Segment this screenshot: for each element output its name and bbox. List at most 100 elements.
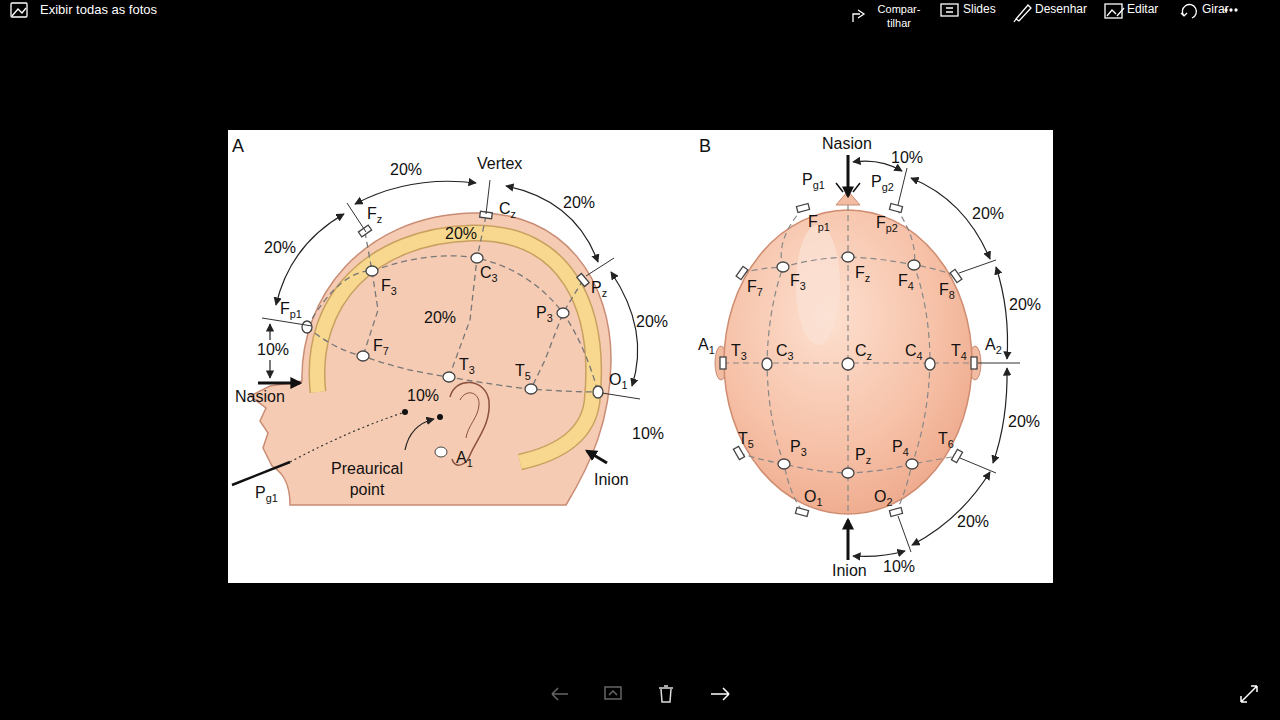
- label-subscript: 1: [816, 496, 822, 508]
- label-subscript: 1: [467, 457, 473, 469]
- electrode-label: Pg2: [871, 173, 894, 191]
- electrode-label: T4: [951, 342, 967, 360]
- label-subscript: 8: [949, 289, 955, 301]
- landmark-label: Inion: [832, 562, 867, 580]
- electrode-label: F8: [939, 281, 955, 299]
- percent-label: 10%: [883, 558, 915, 576]
- measure-arrows: [853, 161, 1008, 556]
- label-main: P: [255, 484, 266, 501]
- label-subscript: 2: [996, 344, 1002, 356]
- electrode-label: A2: [985, 336, 1002, 354]
- electrode-label: O1: [804, 488, 823, 506]
- label-main: F: [373, 337, 383, 354]
- label-subscript: 3: [788, 350, 794, 362]
- toolbar-icons: [11, 3, 1237, 22]
- label-subscript: z: [865, 272, 870, 284]
- percent-label: 20%: [264, 239, 296, 257]
- label-subscript: 6: [948, 438, 954, 450]
- label-main: F: [808, 213, 818, 230]
- label-main: P: [790, 438, 801, 455]
- label-subscript: 7: [383, 345, 389, 357]
- electrode-label: Fz: [367, 205, 382, 223]
- image-ground: [228, 130, 1053, 583]
- electrode-label: P4: [892, 438, 909, 456]
- label-subscript: 1: [621, 379, 627, 391]
- percent-label: 10%: [407, 387, 439, 405]
- label-main: F: [747, 278, 757, 295]
- electrode-label: Pz: [855, 446, 871, 464]
- label-main: O: [874, 488, 886, 505]
- electrode-label: Cz: [499, 200, 516, 218]
- measure-ticks: [262, 180, 640, 399]
- head-side: [250, 213, 611, 505]
- percent-label: 10%: [257, 341, 289, 359]
- label-subscript: 3: [492, 272, 498, 284]
- label-subscript: 3: [800, 280, 806, 292]
- label-subscript: 5: [748, 438, 754, 450]
- label-subscript: 4: [903, 446, 909, 458]
- panel-letter: B: [699, 136, 711, 157]
- label-main: T: [515, 362, 525, 379]
- label-main: C: [855, 342, 867, 359]
- label-main: F: [367, 205, 377, 222]
- electrode-lines: [307, 216, 598, 392]
- label-subscript: z: [377, 213, 382, 225]
- label-subscript: p1: [290, 308, 302, 320]
- label-main: T: [731, 342, 741, 359]
- label-subscript: 2: [886, 496, 892, 508]
- electrode-label: F4: [898, 272, 914, 290]
- label-main: C: [905, 342, 917, 359]
- electrode-label: Pz: [591, 279, 607, 297]
- label-subscript: p1: [818, 221, 830, 233]
- electrode-label: T5: [515, 362, 531, 380]
- label-subscript: 3: [391, 285, 397, 297]
- label-main: T: [951, 342, 961, 359]
- label-main: C: [499, 200, 511, 217]
- label-subscript: 3: [547, 312, 553, 324]
- landmark-label: Preaurical point: [319, 459, 415, 501]
- percent-label: 20%: [424, 309, 456, 327]
- landmark-label: Nasion: [235, 388, 285, 406]
- percent-label: 20%: [636, 313, 668, 331]
- label-main: T: [738, 430, 748, 447]
- label-subscript: z: [866, 454, 871, 466]
- label-main: A: [985, 336, 996, 353]
- label-main: P: [855, 446, 866, 463]
- label-main: F: [280, 300, 290, 317]
- electrode-label: T3: [731, 342, 747, 360]
- toolbar-button: Girar: [1202, 3, 1229, 17]
- electrode-label: A1: [456, 449, 473, 467]
- label-subscript: z: [511, 208, 516, 220]
- electrode-lines: [723, 205, 974, 515]
- electrode-label: P3: [536, 304, 553, 322]
- label-subscript: 3: [741, 350, 747, 362]
- label-subscript: 5: [525, 370, 531, 382]
- electrode-label: T5: [738, 430, 754, 448]
- toolbar-button: Editar: [1127, 3, 1158, 17]
- measure-ticks: [898, 168, 1020, 552]
- label-main: F: [939, 281, 949, 298]
- label-main: C: [776, 342, 788, 359]
- measure-arrows: [270, 181, 638, 450]
- toolbar-title: Exibir todas as fotos: [40, 3, 157, 18]
- electrodes: [302, 211, 603, 398]
- landmark-label: Inion: [594, 471, 629, 489]
- label-main: P: [892, 438, 903, 455]
- panel-letter: A: [232, 136, 244, 157]
- label-subscript: z: [867, 350, 872, 362]
- electrode-label: O1: [609, 371, 628, 389]
- electrode-label: C4: [905, 342, 923, 360]
- electrodes: [720, 204, 977, 517]
- percent-label: 10%: [891, 149, 923, 167]
- label-main: F: [381, 277, 391, 294]
- label-main: F: [876, 214, 886, 231]
- label-subscript: 7: [757, 286, 763, 298]
- label-main: P: [536, 304, 547, 321]
- label-subscript: z: [602, 287, 607, 299]
- electrode-label: F7: [747, 278, 763, 296]
- label-main: C: [480, 264, 492, 281]
- electrode-label: C3: [480, 264, 498, 282]
- label-subscript: 3: [801, 446, 807, 458]
- label-subscript: 4: [917, 350, 923, 362]
